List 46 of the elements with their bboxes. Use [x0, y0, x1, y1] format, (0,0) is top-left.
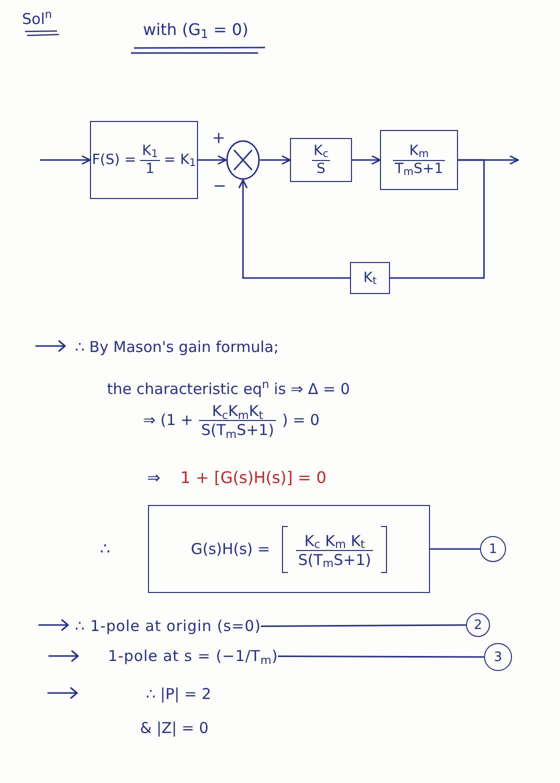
equation-text: & |Z| = 0 [140, 718, 208, 739]
summing-junction [226, 140, 260, 180]
note-text: 1-pole at s = (−1/T$_{m}$) [108, 645, 278, 668]
arrow [352, 155, 381, 165]
therefore-sign: ∴ [100, 538, 110, 560]
note-text: ∴ By Mason's gain formula; [75, 337, 279, 358]
transfer-block: K$_{t}$ [350, 262, 390, 294]
circled-number: 1 [480, 536, 506, 562]
numerator-text: K$_{c}$K$_{m}$K$_{t}$ [211, 402, 264, 420]
connector-line [390, 159, 485, 279]
implies-sign: ⇒ [147, 467, 160, 489]
note-text: the characteristic eq$^{n}$ is ⇒ Δ = 0 [107, 378, 350, 400]
circled-number: 2 [466, 613, 490, 637]
denominator-text: S [316, 160, 326, 178]
numerator-text: K$_{1}$ [141, 142, 159, 160]
denominator-text: S(T$_{m}$S+1) [200, 421, 276, 439]
result-box [148, 505, 430, 593]
subtitle-text: with (G$_{1}$ = 0) [143, 19, 248, 42]
arrow [260, 155, 291, 165]
heading-text: Sol$^{n}$ [22, 8, 52, 30]
arrow [198, 155, 227, 165]
equation-text: ) = 0 [282, 410, 320, 432]
circled-number: 3 [484, 643, 512, 671]
numerator-text: K$_{m}$ [408, 142, 430, 160]
arrow [40, 155, 91, 165]
connector-line [278, 656, 484, 658]
denominator-text: T$_{m}$S+1 [394, 160, 444, 178]
arrow [238, 179, 350, 279]
transfer-block [380, 130, 458, 190]
equation-text: = K$_{1}$ [164, 150, 196, 170]
note-text: ∴ 1-pole at origin (s=0) [75, 615, 261, 638]
numerator-text: K$_{c}$ [312, 142, 330, 160]
denominator-text: 1 [144, 160, 156, 178]
sign-label: − [213, 175, 226, 197]
numerator-text: K$_{c}$ K$_{m}$ K$_{t}$ [303, 532, 366, 550]
denominator-text: S(T$_{m}$S+1) [297, 550, 372, 568]
sign-label: + [212, 127, 226, 149]
equation-text: 1 + [G(s)H(s)] = 0 [180, 467, 326, 489]
transfer-block [290, 138, 352, 182]
equation-text: F(S) = [92, 150, 136, 170]
connector-line [260, 624, 466, 628]
connector-line [430, 548, 480, 550]
equation-text: ⇒ (1 + [143, 410, 194, 432]
equation-text: ∴ |P| = 2 [146, 684, 212, 705]
transfer-block [90, 121, 198, 199]
equation-text: G(s)H(s) = [190, 538, 270, 560]
